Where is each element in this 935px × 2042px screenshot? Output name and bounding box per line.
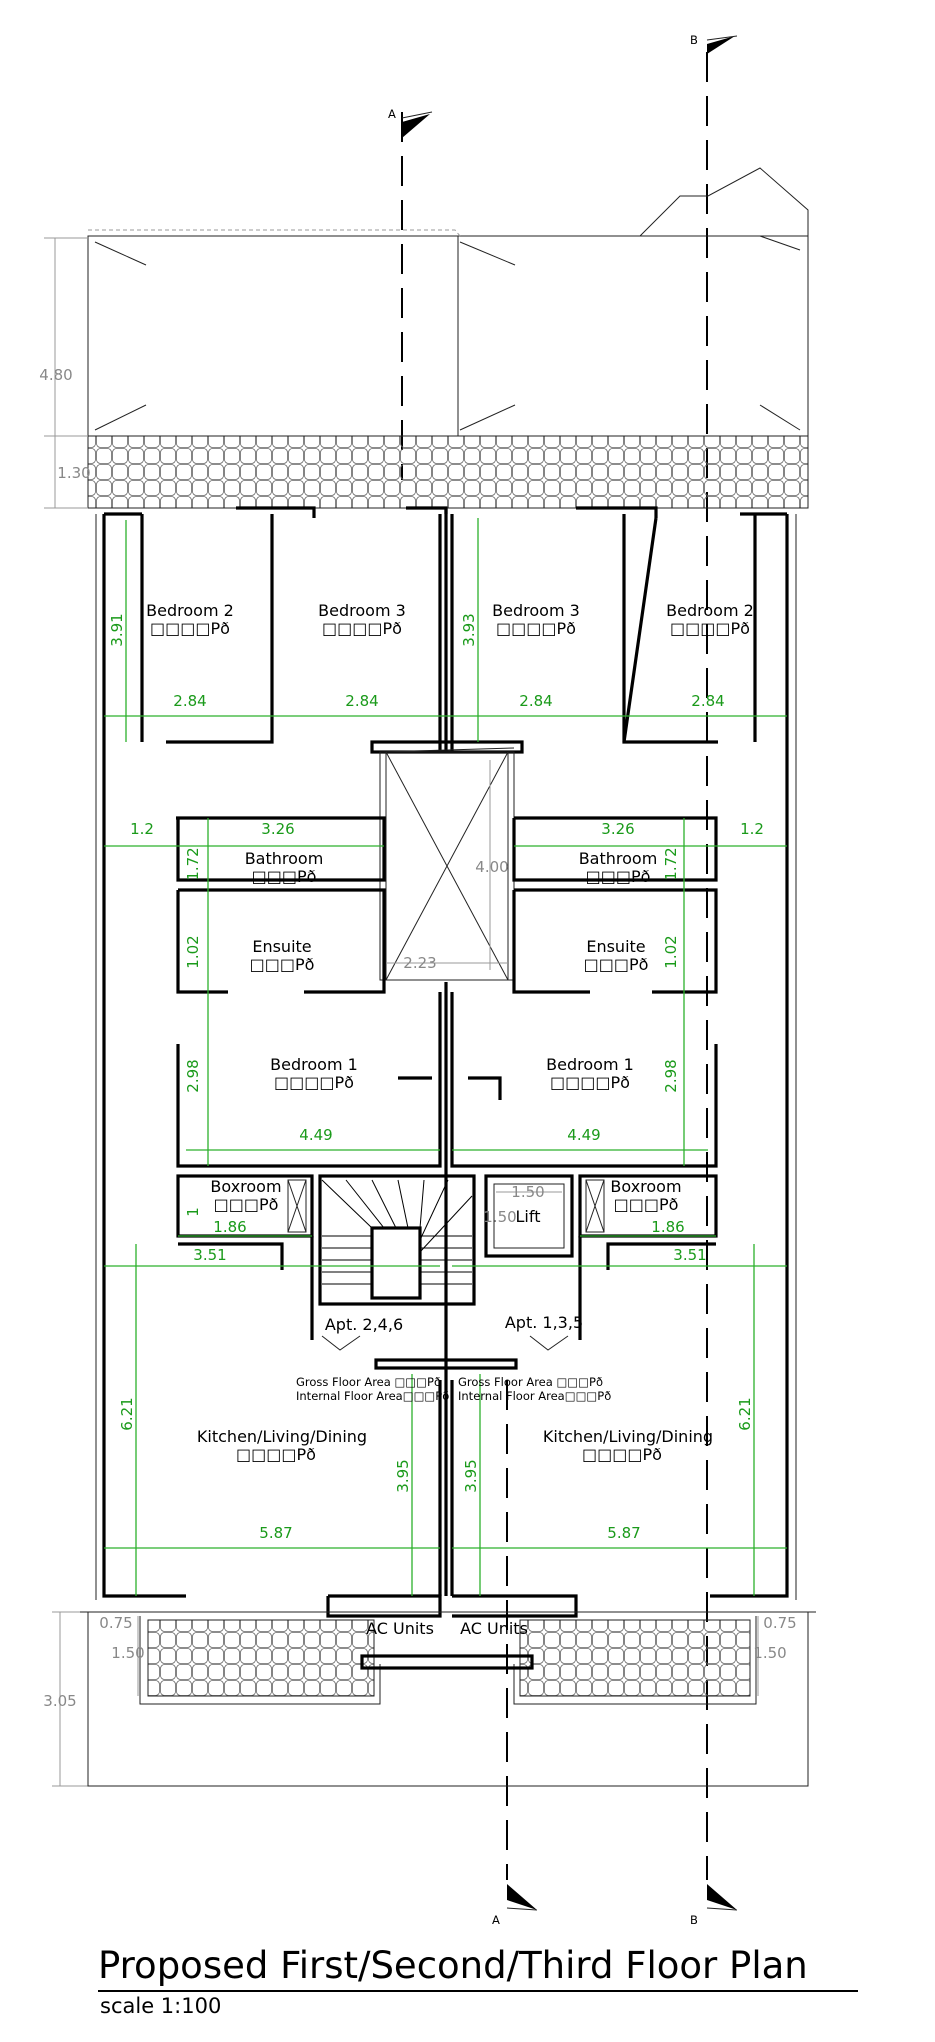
- dim-5-87-right: 5.87: [607, 1524, 640, 1542]
- dim-terrace-0-75-right: 0.75: [763, 1614, 796, 1632]
- dim-terrace-1-50-left: 1.50: [111, 1644, 144, 1662]
- section-marker-a-top: A: [388, 107, 396, 121]
- room-bathroom-left: Bathroom: [245, 849, 324, 868]
- room-bedroom-2-right: Bedroom 2: [666, 601, 754, 620]
- room-area-boxroom-right: □□□Pð: [614, 1195, 679, 1214]
- dim-1-2-left: 1.2: [130, 820, 154, 838]
- room-ensuite-left: Ensuite: [252, 937, 311, 956]
- dim-6-21-right: 6.21: [736, 1397, 754, 1430]
- dim-4-00: 4.00: [475, 858, 508, 876]
- room-kitchen-living-dining-right: Kitchen/Living/Dining: [543, 1427, 713, 1446]
- room-area-bedroom-1-right: □□□□Pð: [550, 1073, 630, 1092]
- title-underline: [98, 1990, 858, 1992]
- room-bedroom-1-left: Bedroom 1: [270, 1055, 358, 1074]
- apartment-label-right: Apt. 1,3,5: [505, 1313, 583, 1332]
- room-ensuite-right: Ensuite: [586, 937, 645, 956]
- dim-1-72-left: 1.72: [184, 847, 202, 880]
- dim-1-2-right: 1.2: [740, 820, 764, 838]
- room-bedroom-1-right: Bedroom 1: [546, 1055, 634, 1074]
- room-area-kitchen-living-dining-left: □□□□Pð: [236, 1445, 316, 1464]
- dim-5-87-left: 5.87: [259, 1524, 292, 1542]
- dim-2-98-left: 2.98: [184, 1059, 202, 1092]
- room-area-bedroom-2-right: □□□□Pð: [670, 619, 750, 638]
- living-walls: [178, 1242, 716, 1618]
- dim-lift-1-50-h: 1.50: [511, 1183, 544, 1201]
- dim-1-86-right: 1.86: [651, 1218, 684, 1236]
- room-labels: Bedroom 2 □□□□Pð Bedroom 3 □□□□Pð Bedroo…: [146, 601, 754, 1638]
- left-dimensions: 4.80 1.30 3.05: [39, 237, 91, 1787]
- room-area-bedroom-3-right: □□□□Pð: [496, 619, 576, 638]
- dim-1-72-right: 1.72: [662, 847, 680, 880]
- room-kitchen-living-dining-left: Kitchen/Living/Dining: [197, 1427, 367, 1446]
- internal-floor-area-right: Internal Floor Area□□□Pð: [458, 1389, 611, 1403]
- room-lift: Lift: [516, 1207, 541, 1226]
- dim-1-30: 1.30: [57, 464, 90, 482]
- dim-4-49-left: 4.49: [299, 1126, 332, 1144]
- dim-1-02-right: 1.02: [662, 935, 680, 968]
- green-dimension-labels: 3.91 3.93 2.84 2.84 2.84 2.84 1.2 1.2 3.…: [108, 613, 764, 1542]
- dim-3-95-right: 3.95: [462, 1459, 480, 1492]
- room-bedroom-3-right: Bedroom 3: [492, 601, 580, 620]
- room-area-ensuite-left: □□□Pð: [250, 955, 315, 974]
- dim-2-84-c: 2.84: [519, 692, 552, 710]
- rear-terrace: 0.75 1.50 0.75 1.50: [80, 1611, 816, 1787]
- dim-3-91: 3.91: [108, 613, 126, 646]
- room-area-bedroom-3-left: □□□□Pð: [322, 619, 402, 638]
- room-area-bathroom-left: □□□Pð: [252, 867, 317, 886]
- room-area-bathroom-right: □□□Pð: [586, 867, 651, 886]
- room-bedroom-3-left: Bedroom 3: [318, 601, 406, 620]
- dim-2-23: 2.23: [403, 954, 436, 972]
- dim-2-84-b: 2.84: [345, 692, 378, 710]
- room-area-boxroom-left: □□□Pð: [214, 1195, 279, 1214]
- dim-3-93: 3.93: [460, 613, 478, 646]
- dim-3-51-right: 3.51: [673, 1246, 706, 1264]
- room-area-bedroom-2-left: □□□□Pð: [150, 619, 230, 638]
- floor-plan-drawing: A B A B 4.80 1.30 3.05: [39, 33, 816, 1927]
- dim-lift-1-50-v: 1.50: [483, 1208, 516, 1226]
- section-lines: A B A B: [388, 33, 738, 1927]
- dim-6-21-left: 6.21: [118, 1397, 136, 1430]
- lift-shaft: 4.00 2.23: [379, 751, 515, 981]
- dim-2-84-a: 2.84: [173, 692, 206, 710]
- room-area-kitchen-living-dining-right: □□□□Pð: [582, 1445, 662, 1464]
- ac-units-right: AC Units: [460, 1619, 528, 1638]
- drawing-scale: scale 1:100: [100, 1994, 222, 2018]
- internal-floor-area-left: Internal Floor Area□□□Pð: [296, 1389, 449, 1403]
- drawing-title: Proposed First/Second/Third Floor Plan: [98, 1944, 808, 1987]
- room-boxroom-left: Boxroom: [210, 1177, 281, 1196]
- dim-terrace-0-75-left: 0.75: [99, 1614, 132, 1632]
- apartment-label-left: Apt. 2,4,6: [325, 1315, 403, 1334]
- dim-2-98-right: 2.98: [662, 1059, 680, 1092]
- dim-4-49-right: 4.49: [567, 1126, 600, 1144]
- section-marker-b-top: B: [690, 33, 698, 47]
- dim-2-84-d: 2.84: [691, 692, 724, 710]
- dim-1-02-left: 1.02: [184, 935, 202, 968]
- dim-3-05: 3.05: [43, 1692, 76, 1710]
- room-boxroom-right: Boxroom: [610, 1177, 681, 1196]
- dim-1-86-left: 1.86: [213, 1218, 246, 1236]
- section-marker-b-bottom: B: [690, 1913, 698, 1927]
- gross-floor-area-right: Gross Floor Area □□□Pð: [458, 1375, 603, 1389]
- dim-terrace-1-50-right: 1.50: [753, 1644, 786, 1662]
- dim-3-51-left: 3.51: [193, 1246, 226, 1264]
- room-area-bedroom-1-left: □□□□Pð: [274, 1073, 354, 1092]
- bedroom-1-walls: [176, 992, 718, 1168]
- dim-4-80: 4.80: [39, 366, 72, 384]
- room-bathroom-right: Bathroom: [579, 849, 658, 868]
- section-marker-a-bottom: A: [492, 1913, 500, 1927]
- room-area-ensuite-right: □□□Pð: [584, 955, 649, 974]
- dim-3-26-right: 3.26: [601, 820, 634, 838]
- dim-3-95-left: 3.95: [394, 1459, 412, 1492]
- green-dimension-lines: [104, 518, 787, 1596]
- ac-units-left: AC Units: [366, 1619, 434, 1638]
- dim-1: 1: [184, 1207, 202, 1217]
- room-bedroom-2-left: Bedroom 2: [146, 601, 234, 620]
- dim-3-26-left: 3.26: [261, 820, 294, 838]
- front-canopy: [87, 167, 809, 509]
- gross-floor-area-left: Gross Floor Area □□□Pð: [296, 1375, 441, 1389]
